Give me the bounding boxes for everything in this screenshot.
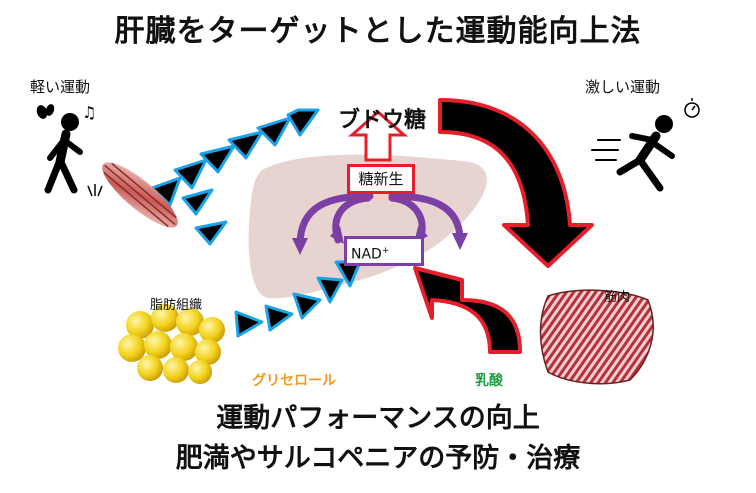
lactate-to-liver-arrow bbox=[413, 266, 522, 354]
skeletal-muscle-icon bbox=[102, 162, 178, 228]
nad-superscript: + bbox=[381, 246, 390, 256]
grass-icon bbox=[87, 184, 103, 197]
running-person-icon bbox=[591, 115, 675, 192]
stopwatch-icon bbox=[684, 98, 700, 118]
nad-box: NAD+ bbox=[344, 236, 424, 266]
glucose-to-light-chevrons bbox=[150, 108, 320, 246]
walking-person-icon bbox=[44, 113, 83, 194]
gluconeogenesis-box: 糖新生 bbox=[347, 164, 415, 194]
glucose-label: ブドウ糖 bbox=[338, 108, 427, 133]
glycerol-label: グリセロール bbox=[252, 373, 336, 389]
butterfly-icon bbox=[36, 104, 55, 119]
fat-cells-icon bbox=[118, 304, 225, 384]
conclusion-line-2: 肥満やサルコペニアの予防・治療 bbox=[175, 443, 581, 474]
glucose-up-arrow bbox=[348, 109, 408, 162]
intense-exercise-label: 激しい運動 bbox=[585, 78, 661, 96]
lactate-label: 乳酸 bbox=[475, 373, 503, 389]
conclusion-line-1: 運動パフォーマンスの向上 bbox=[216, 403, 540, 434]
purple-arrowheads bbox=[292, 226, 468, 255]
light-exercise-label: 軽い運動 bbox=[30, 78, 91, 96]
liver-icon bbox=[248, 154, 487, 299]
page-title: 肝臓をターゲットとした運動能向上法 bbox=[114, 14, 642, 49]
fat-to-liver-chevrons bbox=[234, 260, 362, 338]
glucose-to-muscle-arrow bbox=[438, 98, 594, 268]
muscle-fiber-icon bbox=[539, 289, 654, 385]
fat-tissue-label: 脂肪組織 bbox=[150, 298, 203, 313]
nad-label: NAD bbox=[351, 246, 382, 263]
music-note-icon: ♫ bbox=[82, 103, 96, 122]
muscle-label: 筋肉 bbox=[604, 290, 631, 305]
